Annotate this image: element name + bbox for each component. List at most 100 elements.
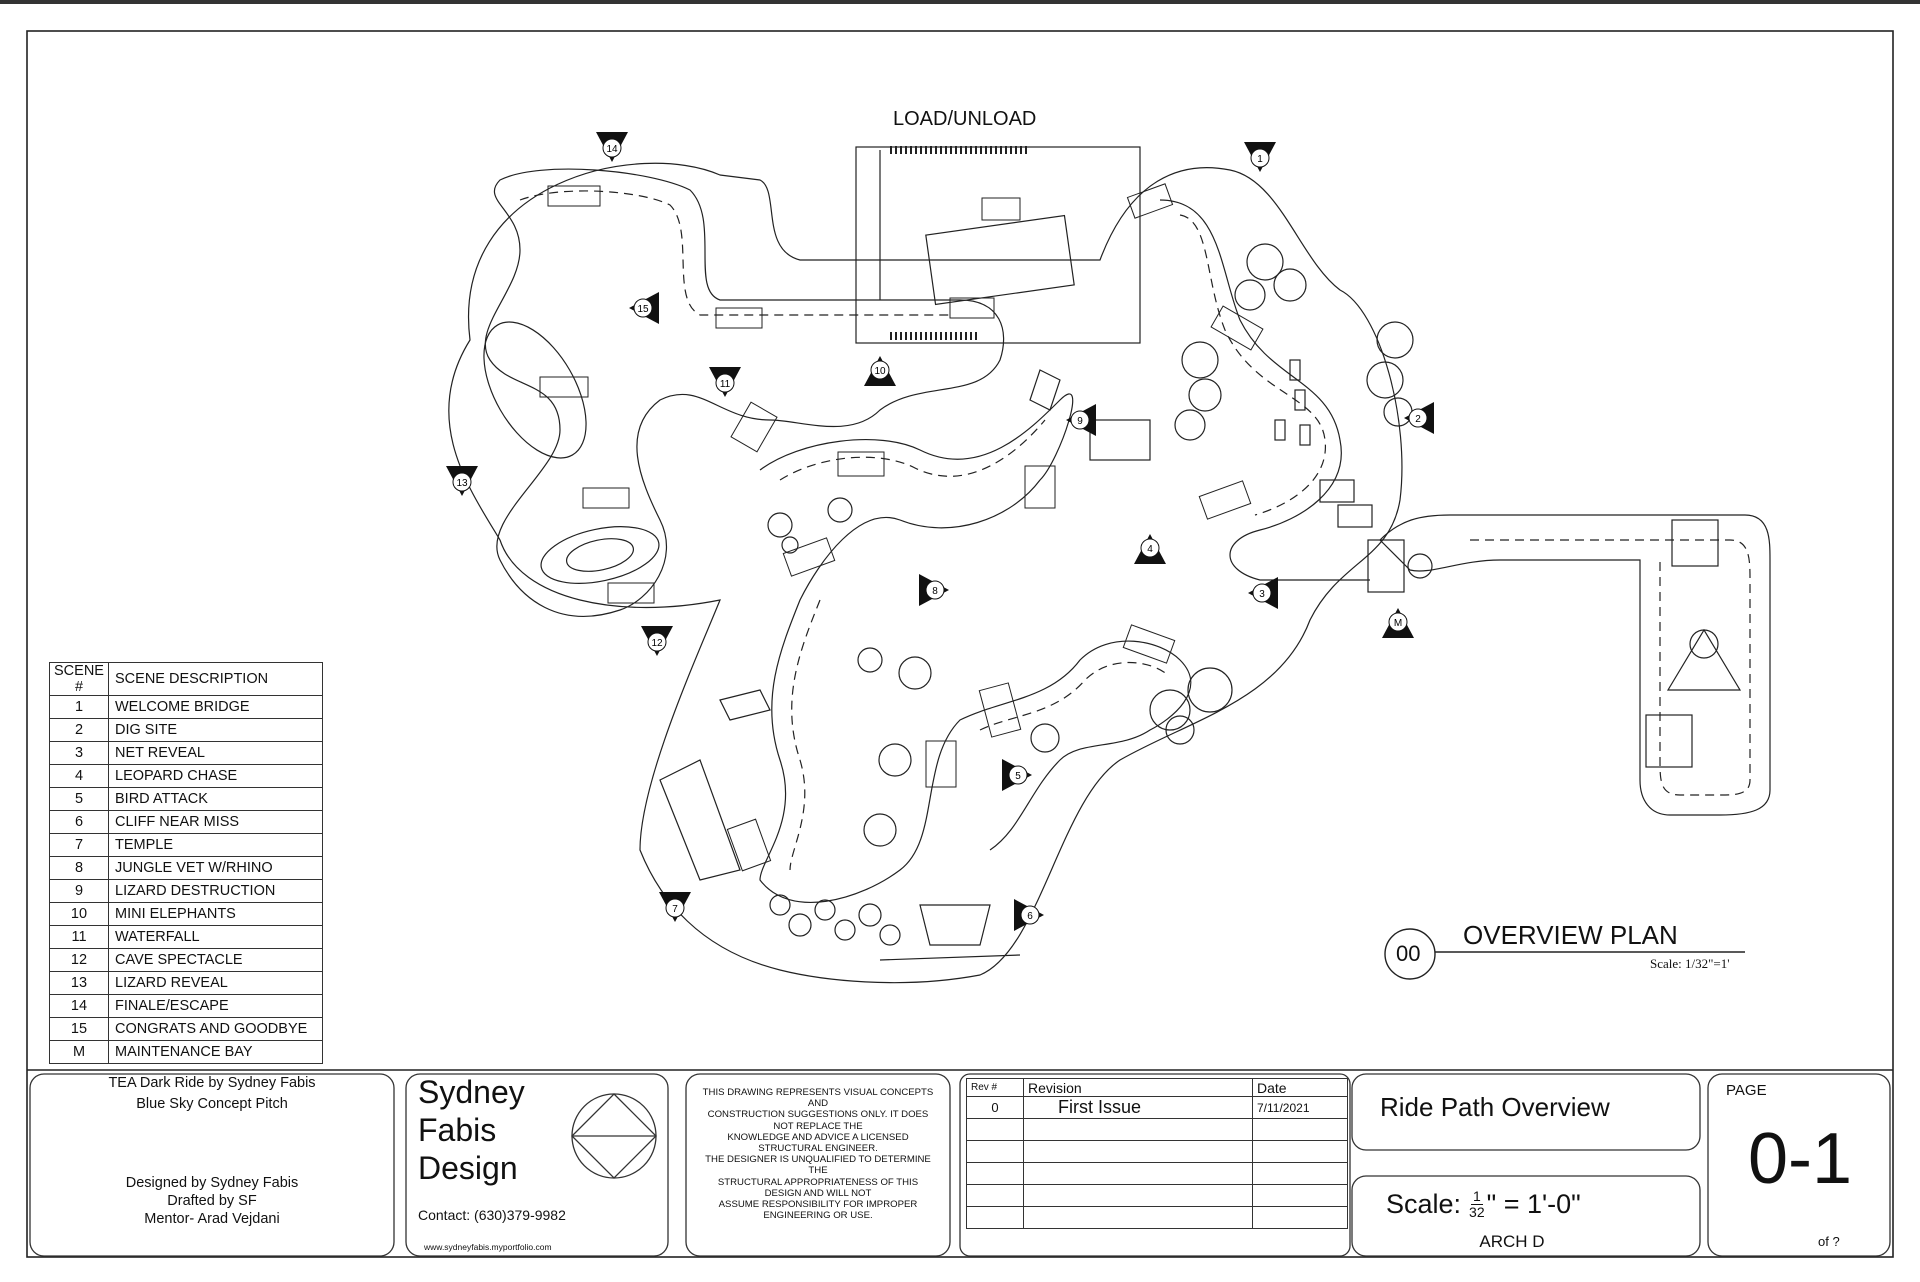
tb-scale-box [1351, 1175, 1701, 1257]
scene-marker-label: 1 [1257, 154, 1263, 165]
legend-scene-description: CAVE SPECTACLE [108, 948, 323, 972]
scene-marker-11: 11 [709, 367, 741, 397]
disclaimer-line: ASSUME RESPONSIBILITY FOR IMPROPER [718, 1199, 918, 1211]
scene-marker-13: 13 [446, 466, 478, 496]
scale-fraction: 1 32 [1469, 1187, 1485, 1220]
scene-marker-10: 10 [864, 356, 896, 386]
firm-name-line3: Design [418, 1150, 518, 1186]
legend-scene-number: 1 [49, 695, 109, 719]
disclaimer-line: STRUCTURAL ENGINEER. [758, 1143, 878, 1155]
scene-marker-label: 11 [720, 379, 731, 390]
legend-scene-description: JUNGLE VET W/RHINO [108, 856, 323, 880]
legend-scene-number: M [49, 1040, 109, 1064]
view-number-circle [1384, 928, 1436, 980]
legend-scene-number: 2 [49, 718, 109, 742]
scene-marker-label: 10 [874, 366, 886, 377]
rev-desc: First Issue [1023, 1096, 1253, 1119]
scene-marker-label: 4 [1147, 544, 1153, 555]
tb-project-box [29, 1073, 395, 1257]
scene-marker-label: 2 [1415, 414, 1421, 425]
legend-header: SCENE # SCENE DESCRIPTION [49, 662, 323, 696]
scene-marker-4: 4 [1134, 534, 1166, 564]
scene-marker-14: 14 [596, 132, 628, 162]
disclaimer-line: THE DESIGNER IS UNQUALIFIED TO DETERMINE [705, 1154, 931, 1166]
legend-scene-number: 3 [49, 741, 109, 765]
firm-name-line1: Sydney [418, 1074, 525, 1110]
website: www.sydneyfabis.myportfolio.com [424, 1242, 552, 1252]
legend-scene-number: 9 [49, 879, 109, 903]
scene-marker-3: 3 [1248, 577, 1278, 609]
legend-scene-number: 6 [49, 810, 109, 834]
legend-scene-description: WELCOME BRIDGE [108, 695, 323, 719]
legend-scene-description: MAINTENANCE BAY [108, 1040, 323, 1064]
legend-scene-description: WATERFALL [108, 925, 323, 949]
legend-scene-description: CONGRATS AND GOODBYE [108, 1017, 323, 1041]
scene-marker-9: 9 [1066, 404, 1096, 436]
tree-cluster [767, 243, 1414, 946]
scene-marker-label: M [1394, 618, 1402, 629]
rev-date: 7/11/2021 [1252, 1096, 1348, 1119]
firm-name-line2: Fabis [418, 1112, 497, 1148]
scene-marker-label: 15 [637, 304, 649, 315]
disclaimer-line: DESIGN AND WILL NOT [764, 1187, 872, 1199]
maintenance-bay [1379, 514, 1771, 816]
scale-suffix: " = 1'-0" [1486, 1188, 1581, 1219]
ride-vehicles [539, 183, 1264, 872]
legend-scene-description: LIZARD DESTRUCTION [108, 879, 323, 903]
scene-marker-label: 14 [606, 144, 618, 155]
revision-row: 0 First Issue 7/11/2021 [966, 1096, 1348, 1119]
disclaimer-line: AND [807, 1098, 829, 1110]
disclaimer-line: ENGINEERING OR USE. [763, 1210, 873, 1222]
disclaimer-line: KNOWLEDGE AND ADVICE A LICENSED [727, 1131, 909, 1143]
rev-header-date: Date [1252, 1078, 1348, 1097]
scene-marker-label: 6 [1027, 911, 1033, 922]
legend-scene-number: 15 [49, 1017, 109, 1041]
scale-numerator: 1 [1470, 1187, 1483, 1205]
ride-track-lower [759, 393, 1192, 903]
revision-row-empty [966, 1206, 1348, 1229]
tb-page-box [1707, 1073, 1891, 1257]
tb-title-box [1351, 1073, 1701, 1151]
load-unload-label: LOAD/UNLOAD [893, 108, 1037, 130]
view-title: OVERVIEW PLAN [1463, 920, 1678, 950]
scene-marker-15: 15 [629, 292, 659, 324]
scene-marker-8: 8 [919, 574, 949, 606]
scene-marker-label: 3 [1259, 589, 1265, 600]
firm-logo [571, 1093, 657, 1179]
ride-track-outer [484, 168, 1005, 617]
disclaimer-line: STRUCTURAL APPROPRIATENESS OF THIS [717, 1176, 919, 1188]
legend-scene-description: CLIFF NEAR MISS [108, 810, 323, 834]
mentor: Mentor- Arad Vejdani [144, 1211, 280, 1227]
scene-marker-2: 2 [1404, 402, 1434, 434]
disclaimer-line: THE [808, 1165, 828, 1177]
project-line1: TEA Dark Ride by Sydney Fabis [108, 1075, 316, 1091]
legend-scene-number: 14 [49, 994, 109, 1018]
view-scale: Scale: 1/32"=1' [1650, 956, 1730, 971]
legend-scene-description: MINI ELEPHANTS [108, 902, 323, 926]
scene-marker-label: 12 [651, 638, 663, 649]
sheet-border [26, 30, 1894, 1258]
legend-scene-description: LIZARD REVEAL [108, 971, 323, 995]
contact: Contact: (630)379-9982 [418, 1207, 566, 1223]
scene-marker-label: 5 [1015, 771, 1021, 782]
rev-header-num: Rev # [966, 1078, 1024, 1097]
scene-marker-6: 6 [1014, 899, 1044, 931]
designed-by: Designed by Sydney Fabis [125, 1175, 299, 1191]
legend-scene-number: 5 [49, 787, 109, 811]
legend-scene-description: NET REVEAL [108, 741, 323, 765]
legend-scene-number: 11 [49, 925, 109, 949]
disclaimer-line: NOT REPLACE THE [773, 1120, 863, 1132]
legend-scene-description: BIRD ATTACK [108, 787, 323, 811]
legend-scene-number: 12 [49, 948, 109, 972]
site-boundary [448, 162, 1403, 984]
load-station [855, 146, 1141, 344]
legend-scene-number: 8 [49, 856, 109, 880]
